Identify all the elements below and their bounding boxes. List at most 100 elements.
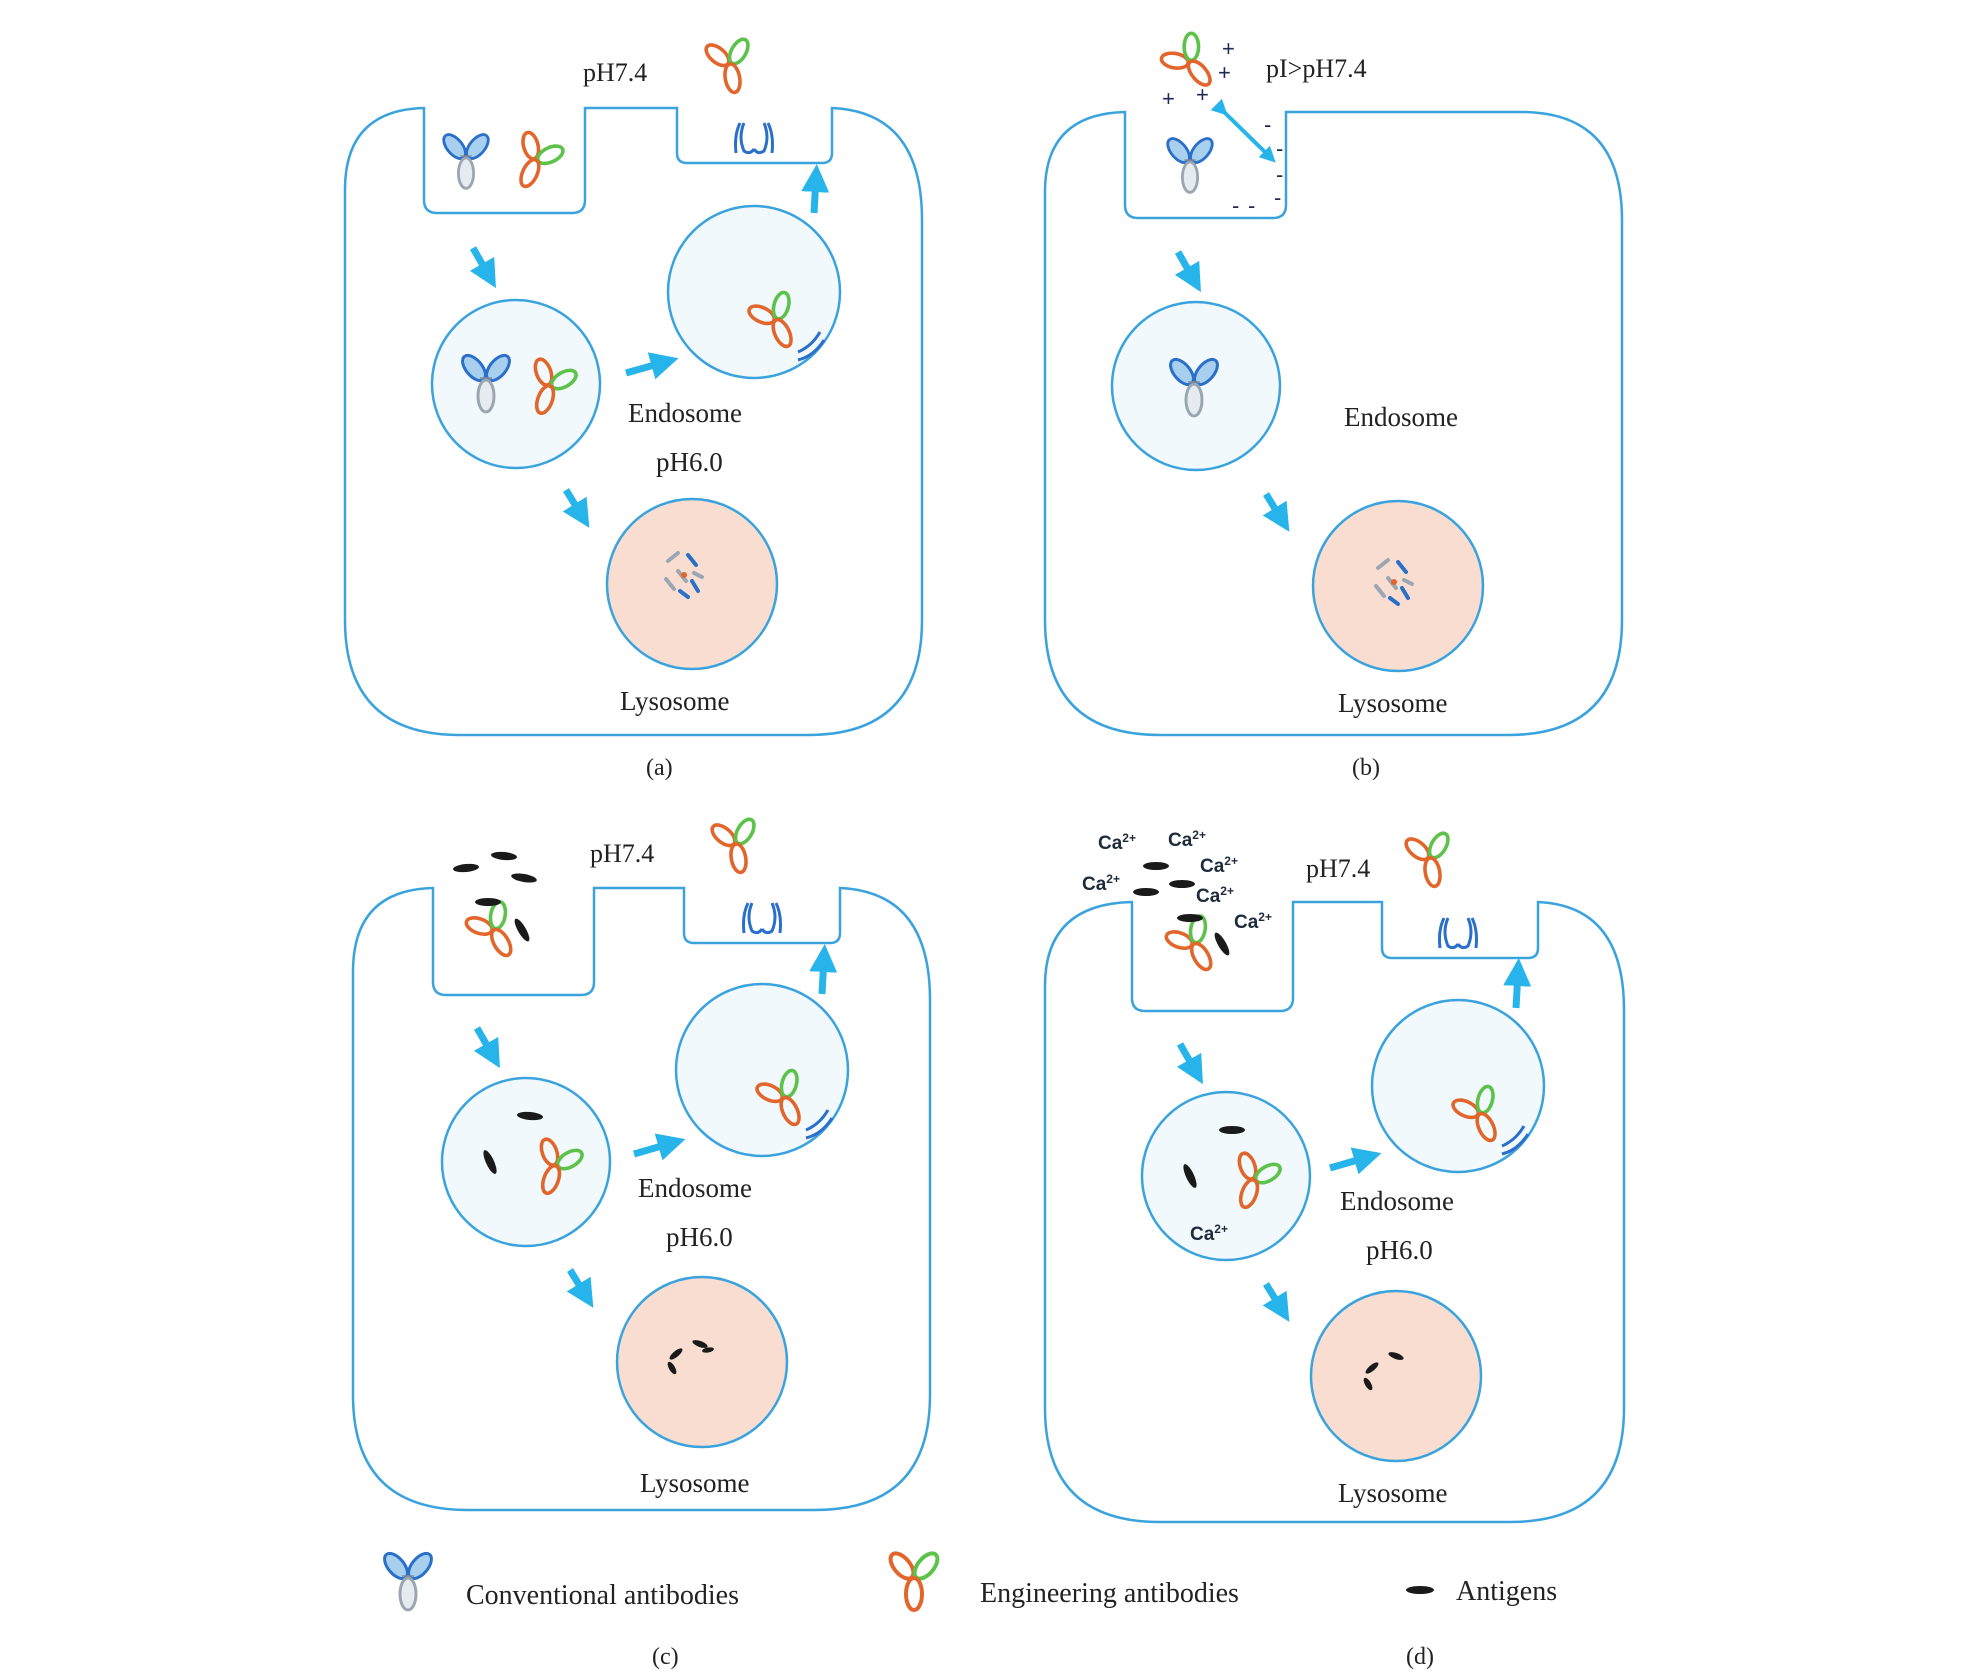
panel-c-endosome-upper — [674, 982, 850, 1158]
panel-c-arrow-3 — [809, 944, 838, 995]
panel-d-engineering-antibody-endosome-icon — [1237, 1151, 1282, 1210]
panel-d-antigen-icon — [1169, 880, 1195, 888]
panel-c-endosome-label: Endosome — [638, 1173, 752, 1203]
svg-text:Ca2+: Ca2+ — [1098, 831, 1136, 854]
panel-c-antigen-icon — [511, 873, 537, 883]
panel-a-degraded-antibody-icon — [664, 551, 704, 599]
panel-d-arrow-3 — [1503, 958, 1532, 1009]
panel-c-lysosome-label: Lysosome — [640, 1468, 750, 1498]
panel-c-antigen-icon — [475, 898, 501, 906]
panel-a-fcrn-receptor-icon — [734, 122, 774, 155]
panel-b-conventional-antibody-endosome-icon — [1169, 357, 1219, 418]
panel-c-arrow-1 — [473, 1026, 500, 1069]
legend-antigen-icon — [1406, 1586, 1434, 1594]
panel-b-cell-membrane — [1043, 110, 1624, 737]
panel-b-negative-charge: - — [1276, 162, 1283, 187]
panel-d-degraded-antigen-icon — [1365, 1362, 1379, 1374]
panel-c-caption: (c) — [652, 1644, 679, 1670]
panel-b-caption: (b) — [1352, 755, 1380, 781]
panel-b-positive-charge: + — [1222, 36, 1235, 61]
panel-b-endosome-label: Endosome — [1344, 402, 1458, 432]
panel-a-arrow-3 — [801, 164, 830, 214]
panel-c-lysosome — [615, 1275, 789, 1449]
panel-d-ph-outside: pH7.4 — [1306, 854, 1370, 883]
panel-c: pH7.4 Endosome pH6.0 Lysosome — [351, 817, 932, 1512]
panel-d-calcium-ion-label: Ca2+ — [1200, 854, 1238, 877]
panel-b-lysosome — [1311, 499, 1485, 673]
panel-d-calcium-ion-label: Ca2+ — [1196, 884, 1234, 907]
panel-c-ph-outside: pH7.4 — [590, 839, 654, 868]
legend-engineering-label: Engineering antibodies — [980, 1578, 1239, 1609]
panel-d-antigen-icon — [1133, 888, 1159, 896]
panel-d-antigen-icon — [1219, 1126, 1245, 1134]
legend-antigens-label: Antigens — [1456, 1576, 1557, 1607]
panel-d-caption: (d) — [1406, 1644, 1434, 1670]
panel-b-engineering-antibody-outside-icon — [1159, 31, 1212, 87]
panel-d-ph-endosome: pH6.0 — [1366, 1235, 1433, 1265]
panel-c-antigen-icon — [517, 1111, 543, 1121]
panel-d-antigen-icon — [1177, 914, 1203, 922]
panel-b-positive-charge: + — [1196, 82, 1209, 107]
panel-a-ph-outside: pH7.4 — [583, 58, 647, 87]
panel-d-cell-membrane — [1043, 900, 1626, 1524]
panel-d-calcium-ion-label: Ca2+ — [1234, 910, 1272, 933]
panel-c-degraded-antigen-icon — [692, 1340, 708, 1348]
panel-a: pH7.4 Endosome pH6.0 Lysosome (a) — [343, 37, 924, 781]
panel-a-caption: (a) — [646, 755, 673, 781]
panel-b-negative-charge: - — [1276, 136, 1283, 161]
legend-conventional-label: Conventional antibodies — [466, 1580, 739, 1611]
panel-d-endosome-label: Endosome — [1340, 1186, 1454, 1216]
panel-a-engineering-antibody-endosome-icon — [533, 357, 578, 416]
panel-a-endosome-upper — [666, 204, 842, 380]
panel-c-arrow-4 — [566, 1268, 594, 1308]
panel-d-endosome-upper — [1370, 998, 1546, 1174]
panel-c-antigen-icon — [514, 918, 530, 942]
panel-b-negative-charge: - — [1248, 193, 1255, 218]
panel-a-arrow-2 — [625, 352, 679, 380]
panel-d-calcium-ion-label: Ca2+ — [1190, 1222, 1228, 1245]
panel-d-fcrn-bound-icon — [1501, 1125, 1530, 1156]
panel-d-calcium-ion-label: Ca2+ — [1098, 831, 1136, 854]
panel-a-fcrn-bound-icon — [797, 331, 826, 362]
panel-a-arrow-4 — [562, 488, 590, 528]
svg-text:Ca2+: Ca2+ — [1234, 910, 1272, 933]
panel-c-cell-membrane — [351, 886, 932, 1512]
panel-b: pI>pH7.4 Endosome Lysosome (b) + + + + -… — [1043, 31, 1624, 781]
legend-engineering-antibody-icon — [888, 1551, 940, 1612]
panel-b-negative-charge: - — [1264, 112, 1271, 137]
panel-c-engineering-antibody-endosome-icon — [539, 1137, 584, 1196]
panel-d-antigen-icon — [1143, 862, 1169, 870]
legend-conventional-antibody-icon — [383, 1551, 433, 1612]
panel-b-degraded-antibody-icon — [1374, 558, 1414, 606]
panel-a-endosome-label: Endosome — [628, 398, 742, 428]
panel-d-arrow-1 — [1176, 1042, 1203, 1085]
panel-d-degraded-antigen-icon — [1363, 1377, 1373, 1391]
panel-b-lysosome-label: Lysosome — [1338, 688, 1448, 718]
panel-c-engineering-antibody-outside-icon — [710, 817, 756, 875]
panel-a-ph-endosome: pH6.0 — [656, 447, 723, 477]
panel-c-engineering-antibody-icon — [464, 900, 513, 958]
panel-d-arrow-4 — [1262, 1282, 1290, 1322]
panel-d-antigen-icon — [1183, 1164, 1197, 1188]
panel-b-positive-charge: + — [1162, 86, 1175, 111]
panel-d-degraded-antigen-icon — [1388, 1352, 1404, 1360]
panel-b-positive-charge: + — [1218, 60, 1231, 85]
panel-c-degraded-antigen-icon — [702, 1347, 714, 1353]
panel-d-engineering-antibody-icon — [1164, 914, 1213, 972]
panel-d-calcium-ion-label: Ca2+ — [1082, 872, 1120, 895]
panel-c-fcrn-receptor-icon — [742, 902, 782, 935]
panel-c-fcrn-bound-icon — [805, 1109, 834, 1140]
panel-b-charge-interaction-arrow — [1210, 98, 1276, 163]
panel-c-degraded-antigen-icon — [667, 1361, 677, 1375]
panel-a-engineering-antibody-outside-icon — [704, 37, 750, 95]
panel-b-negative-charge: - — [1274, 185, 1281, 210]
panel-c-arrow-2 — [633, 1133, 686, 1161]
svg-text:Ca2+: Ca2+ — [1082, 872, 1120, 895]
panel-b-arrow-1 — [1174, 250, 1201, 293]
panel-a-endosome-lower — [430, 298, 602, 470]
legend: Conventional antibodies Engineering anti… — [383, 1551, 1557, 1612]
svg-text:Ca2+: Ca2+ — [1190, 1222, 1228, 1245]
panel-c-engineering-antibody-recycling-icon — [755, 1068, 801, 1127]
panel-d-endosome-lower — [1140, 1090, 1312, 1262]
